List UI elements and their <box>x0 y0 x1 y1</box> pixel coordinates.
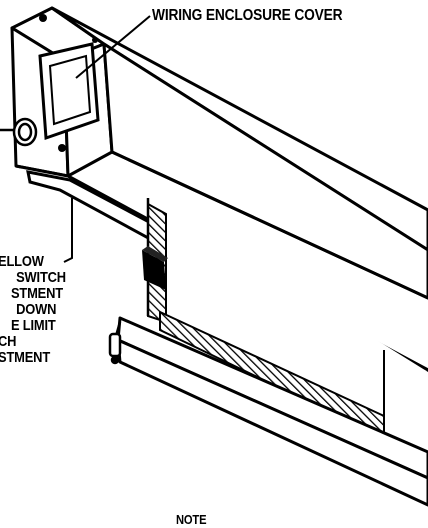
limit-switch-block <box>142 246 168 290</box>
leader-lines <box>63 15 151 263</box>
label-line: SWITCH <box>16 269 66 286</box>
label-line: CH <box>0 333 17 350</box>
limit-switch-adjustment-label: ELLOW SWITCH STMENT DOWN E LIMIT CH STME… <box>0 254 66 366</box>
conduit-knockout <box>0 117 38 147</box>
label-line: DOWN <box>16 301 57 318</box>
label-line: STMENT <box>0 349 51 366</box>
wiring-enclosure-cover-panel <box>38 42 100 141</box>
wiring-enclosure-cover-label: WIRING ENCLOSURE COVER <box>152 7 343 24</box>
note-label: NOTE <box>176 512 207 527</box>
label-line: STMENT <box>10 285 63 302</box>
label-line: ELLOW <box>0 253 44 270</box>
bottom-bar <box>116 316 428 507</box>
pull-cord <box>108 321 122 365</box>
label-line: E LIMIT <box>10 317 56 334</box>
